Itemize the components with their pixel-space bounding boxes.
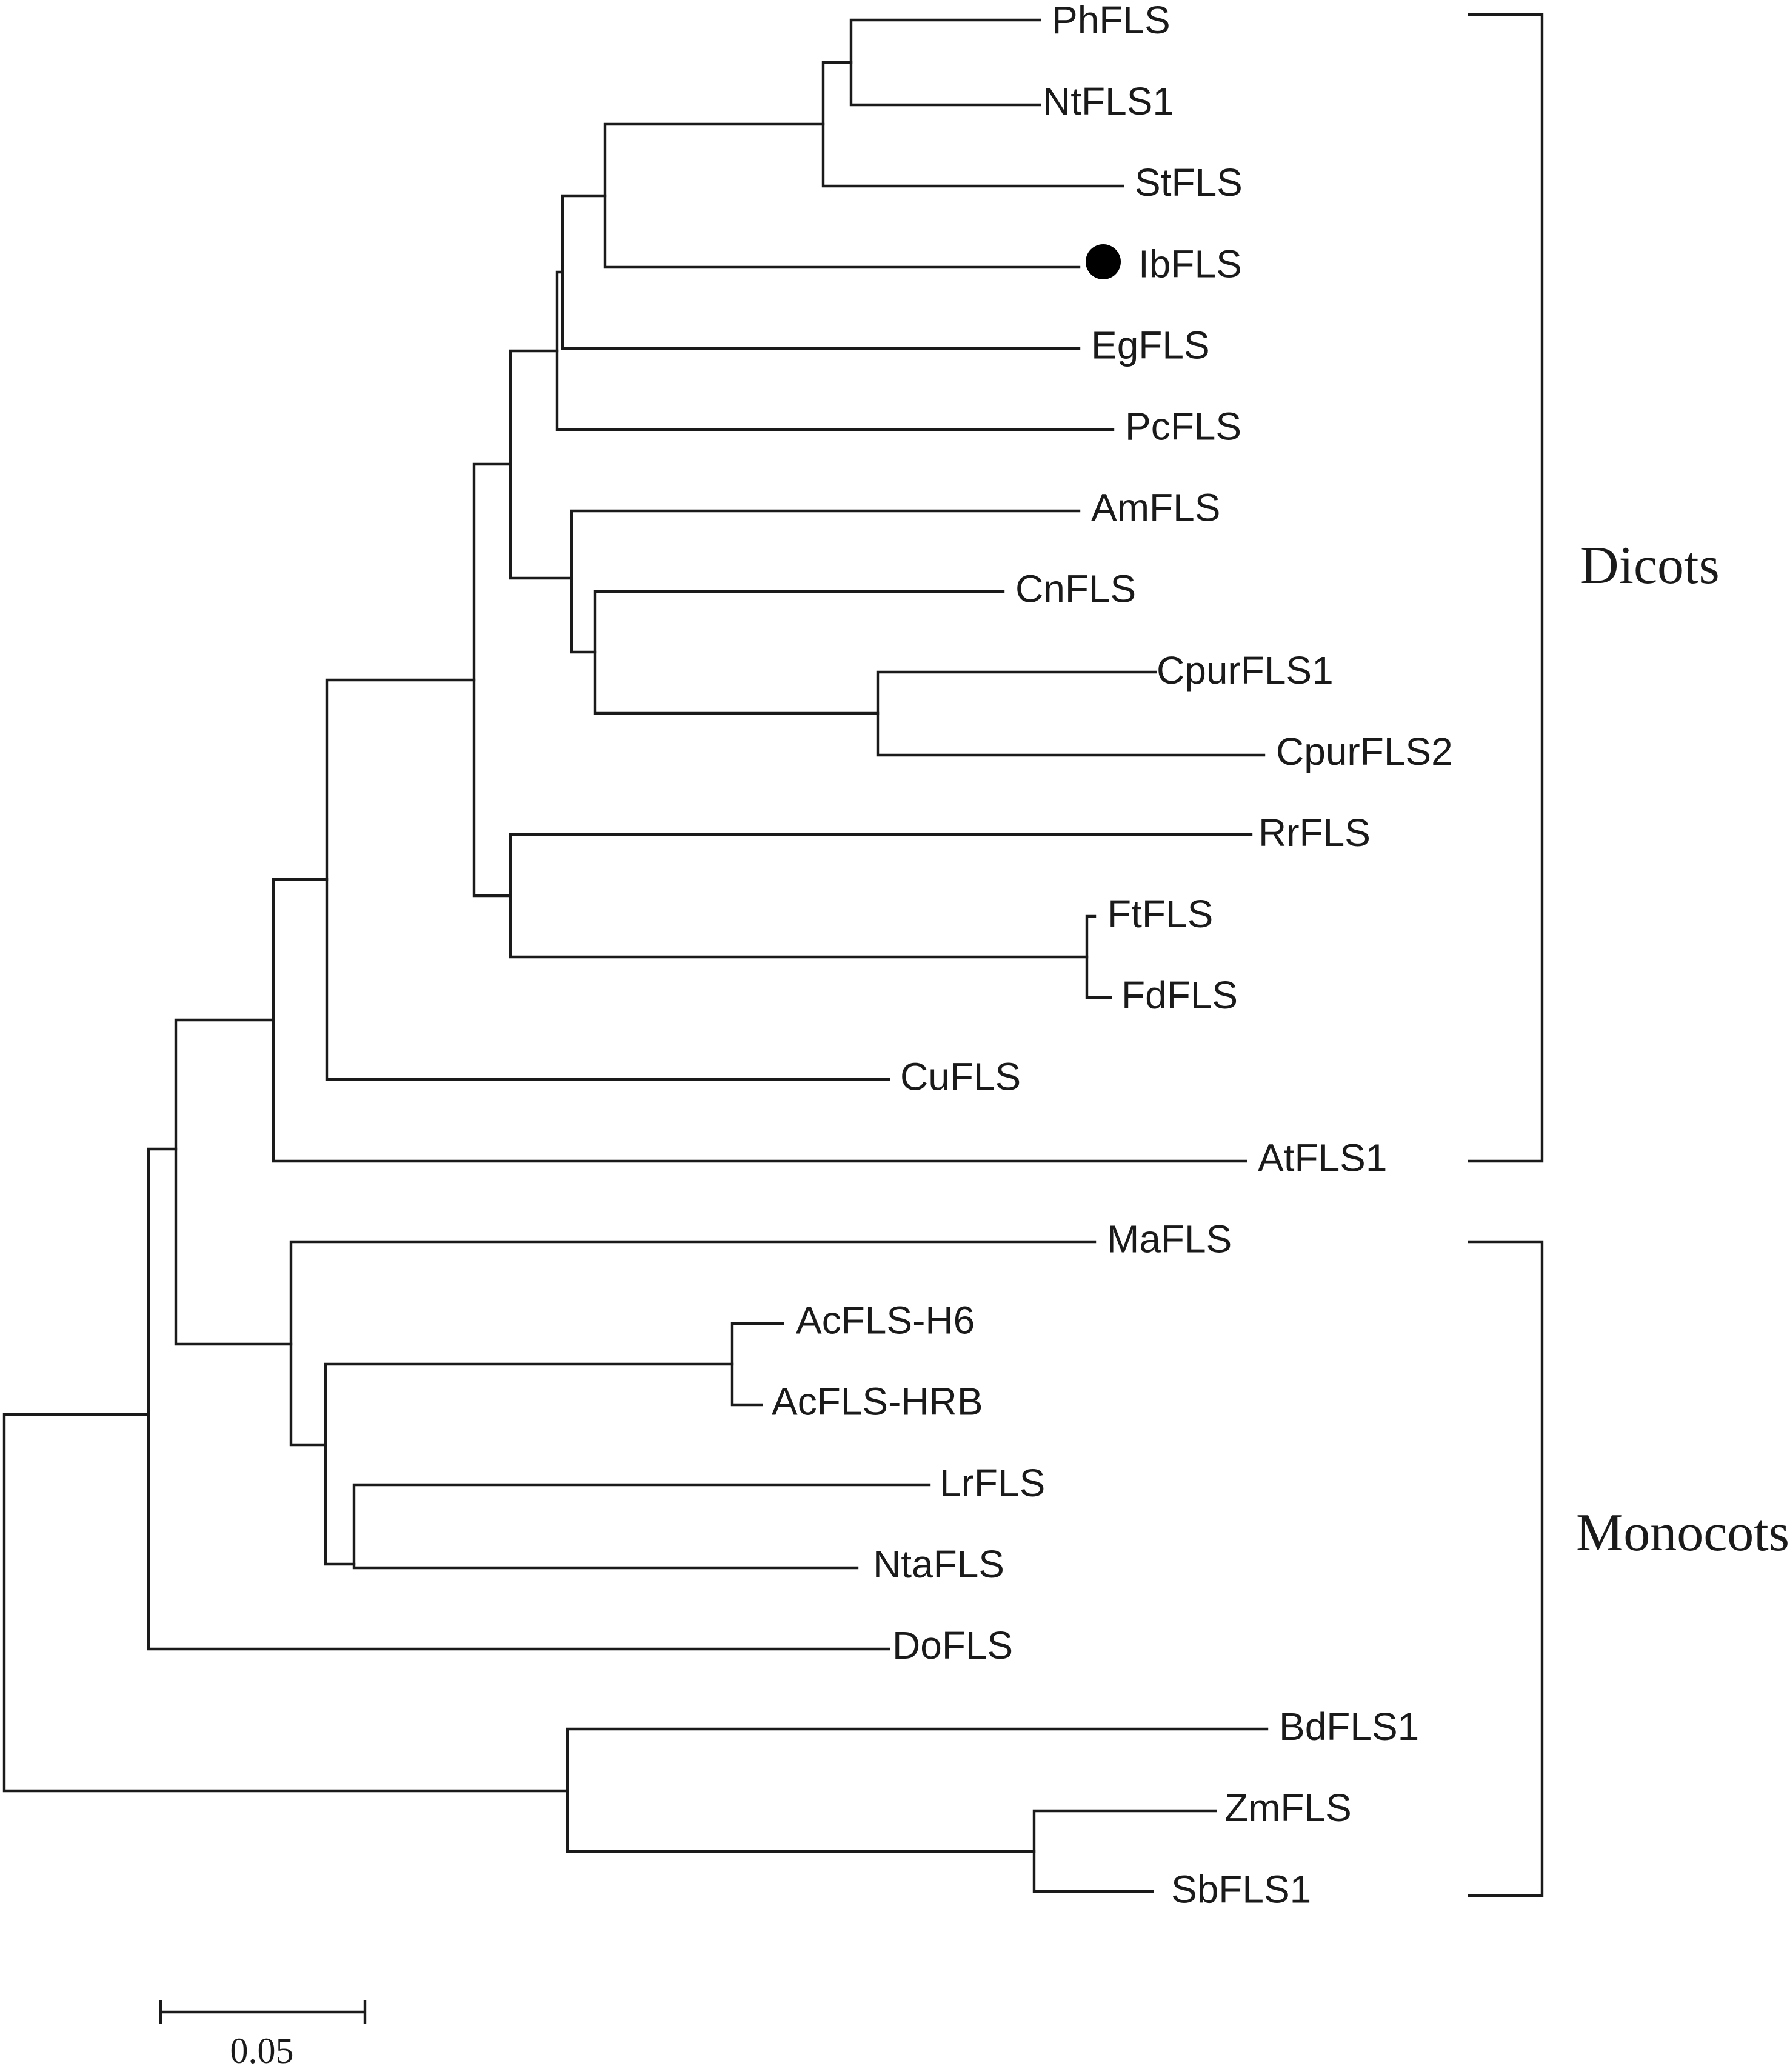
taxon-label-ftfls: FtFLS (1107, 892, 1213, 936)
group-label-dicots: Dicots (1580, 536, 1720, 595)
branch-phfls-ntfls1 (849, 18, 1041, 107)
branch-dicots-main (472, 462, 512, 898)
taxon-label-dofls: DoFLS (892, 1624, 1013, 1667)
taxon-label-ntafls: NtaFLS (873, 1542, 1004, 1586)
taxon-label-egfls: EgFLS (1091, 323, 1210, 367)
tree-branches (2, 18, 1269, 1893)
taxon-label-mafls: MaFLS (1107, 1218, 1232, 1261)
scale-bar (159, 2000, 367, 2024)
scale-bar-label: 0.05 (230, 2031, 294, 2071)
branch-at-clade (272, 878, 1247, 1163)
taxon-label-acfls-hrb: AcFLS-HRB (772, 1380, 983, 1424)
taxon-label-atfls1: AtFLS1 (1258, 1136, 1387, 1179)
monocots-bracket (1468, 1240, 1544, 1897)
taxon-label-rrfls: RrFLS (1258, 811, 1371, 854)
taxon-label-cpurfls1: CpurFLS1 (1157, 648, 1334, 692)
taxon-label-acfls-h6: AcFLS-H6 (796, 1299, 975, 1342)
taxon-label-fdfls: FdFLS (1121, 973, 1238, 1017)
branch-cu-clade (325, 678, 890, 1081)
branch-crown-dicots-monocots (174, 1018, 293, 1346)
taxon-label-amfls: AmFLS (1091, 486, 1220, 530)
taxon-label-stfls: StFLS (1135, 161, 1243, 204)
branch-am-clade (570, 509, 1081, 654)
taxon-label-phfls: PhFLS (1052, 0, 1171, 42)
taxon-label-bdfls1: BdFLS1 (1279, 1705, 1419, 1748)
branch-core-dicots (509, 349, 573, 580)
taxon-label-ibfls: IbFLS (1138, 242, 1242, 285)
branch-do-clade (147, 1147, 890, 1651)
branch-cn-cpur (593, 590, 1005, 715)
branch-eg-clade (561, 194, 1081, 350)
branch-ib-clade (603, 122, 1081, 269)
filled-circle-icon (1086, 244, 1121, 279)
branch-ac-lr (324, 1362, 734, 1566)
taxon-label-sbfls1: SbFLS1 (1171, 1867, 1311, 1911)
branch-lr-nta (352, 1483, 931, 1570)
taxon-label-cpurfls2: CpurFLS2 (1276, 730, 1453, 773)
taxon-label-zmfls: ZmFLS (1224, 1786, 1352, 1830)
dicots-bracket (1468, 13, 1544, 1163)
branch-root (2, 1413, 569, 1793)
branch-pc-clade (555, 270, 1115, 431)
taxon-label-cnfls: CnFLS (1015, 567, 1136, 611)
taxon-label-pcfls: PcFLS (1125, 405, 1241, 448)
taxon-label-ntfls1: NtFLS1 (1043, 79, 1174, 123)
branch-bd-clade (566, 1727, 1269, 1853)
taxon-label-cufls: CuFLS (900, 1054, 1021, 1098)
taxon-label-lrfls: LrFLS (940, 1461, 1045, 1505)
group-label-monocots: Monocots (1576, 1504, 1789, 1562)
